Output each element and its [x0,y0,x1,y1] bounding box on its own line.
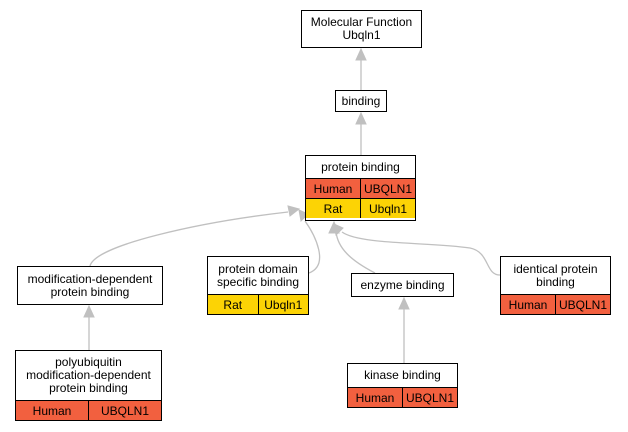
arrowhead [83,304,95,318]
arrowhead [333,223,344,237]
species-row: Human UBQLN1 [306,178,415,198]
species-row: Rat Ubqln1 [306,198,415,218]
species-cell: Human [16,401,88,420]
edge-protein-binding-to-binding [355,111,367,155]
edge-protein-domain-to-protein-binding [298,209,321,274]
node-kinase-binding[interactable]: kinase binding Human UBQLN1 [347,363,458,408]
edge-modification-dependent-to-protein-binding [89,205,301,267]
gene-cell: UBQLN1 [88,401,161,420]
gene-cell: UBQLN1 [555,295,610,314]
gene-cell: UBQLN1 [360,179,415,198]
edge-binding-to-molecular-function [355,47,367,90]
species-row: Rat Ubqln1 [208,294,308,314]
species-row: Human UBQLN1 [348,387,457,407]
node-label: protein binding [321,159,400,174]
edge-polyubiquitin-to-modification-dependent [83,304,95,350]
arrowhead [355,111,367,125]
species-cell: Rat [208,295,258,314]
species-cell: Rat [306,199,360,218]
node-label: Molecular Function Ubqln1 [310,15,413,42]
node-protein-domain-specific-binding[interactable]: protein domain specific binding Rat Ubql… [207,256,309,315]
node-molecular-function[interactable]: Molecular Function Ubqln1 [301,10,422,48]
node-label: polyubiquitin modification-dependent pro… [26,355,151,395]
node-label: binding [341,93,381,108]
species-cell: Human [348,388,402,407]
species-cell: Human [306,179,360,198]
node-protein-binding[interactable]: protein binding Human UBQLN1 Rat Ubqln1 [305,155,416,221]
gene-cell: Ubqln1 [360,199,415,218]
node-identical-protein-binding[interactable]: identical protein binding Human UBQLN1 [500,256,611,315]
species-row: Human UBQLN1 [501,294,610,314]
node-label: modification-dependent protein binding [27,271,153,299]
node-label: kinase binding [364,368,441,382]
edge-kinase-binding-to-enzyme-binding [398,296,410,363]
arrowhead [355,47,367,61]
arrowhead [398,296,410,310]
edge-identical-protein-to-protein-binding [333,223,501,276]
node-binding[interactable]: binding [335,90,387,112]
node-label: protein domain specific binding [216,261,300,289]
node-modification-dependent-protein-binding[interactable]: modification-dependent protein binding [17,266,163,305]
species-row: Human UBQLN1 [16,400,161,420]
node-label: identical protein binding [513,261,598,289]
gene-cell: UBQLN1 [402,388,457,407]
species-cell: Human [501,295,555,314]
arrowhead [298,209,309,223]
node-enzyme-binding[interactable]: enzyme binding [351,273,454,297]
gene-cell: Ubqln1 [257,295,308,314]
node-polyubiquitin-modification-dependent-protein-binding[interactable]: polyubiquitin modification-dependent pro… [15,350,162,421]
node-label: enzyme binding [360,277,445,292]
arrowhead [287,205,301,217]
